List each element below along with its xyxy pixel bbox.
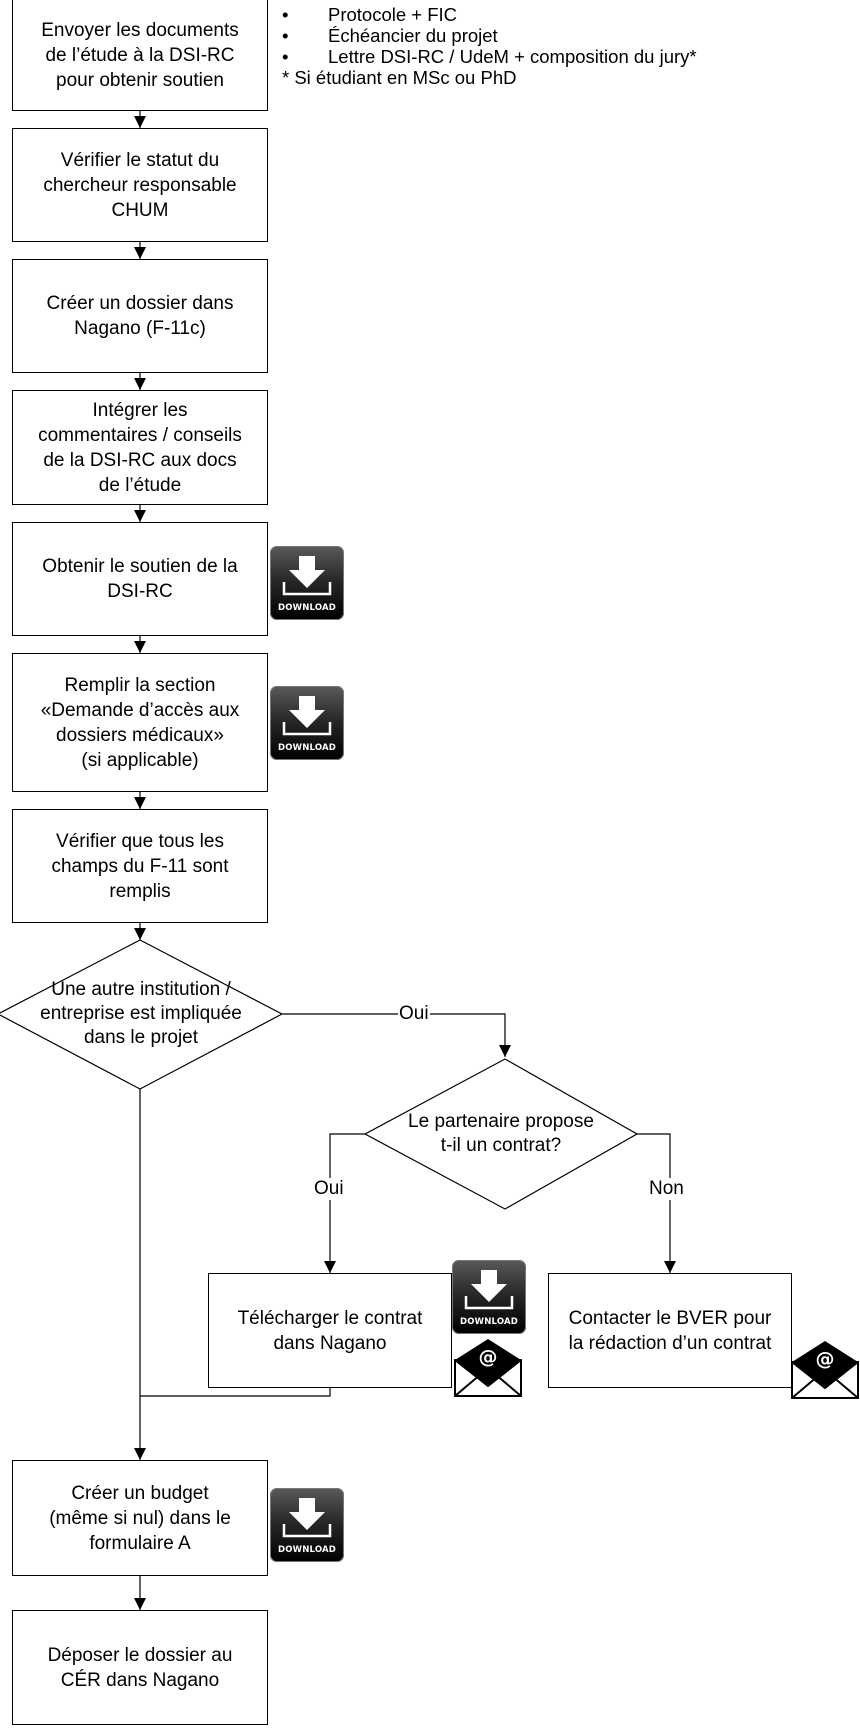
step-text: CÉR dans Nagano [60,1669,220,1691]
step-text: Obtenir le soutien de la [42,556,238,577]
step-text: de l’étude à la DSI-RC [45,44,235,66]
download-button[interactable]: DOWNLOAD [452,1260,526,1334]
step-text: remplis [109,880,171,902]
step-text: Créer un dossier dans [46,293,234,314]
step-create-budget: Créer un budget (même si nul) dans le form… [12,1460,268,1576]
note-item: Lettre DSI-RC / UdeM + composition du ju… [282,46,697,67]
step-text: Vérifier que tous les [56,830,224,852]
step-text: Télécharger le contrat [237,1307,423,1329]
step-download-contract: Télécharger le contrat dans Nagano [208,1273,452,1388]
download-label: DOWNLOAD [277,743,337,753]
download-button[interactable]: DOWNLOAD [270,1488,344,1562]
edge-label-non: Non [648,1178,685,1200]
step-text: commentaires / conseils [38,424,242,446]
download-icon [282,1498,332,1538]
step-text: de l’étude [98,474,182,496]
decision-text: t-il un contrat? [440,1135,562,1156]
step-text: Vérifier le statut du [60,149,220,171]
step-text: dans Nagano [273,1332,387,1354]
download-button[interactable]: DOWNLOAD [270,546,344,620]
download-button[interactable]: DOWNLOAD [270,686,344,760]
download-icon [464,1270,514,1310]
step-text: de la DSI-RC aux docs [43,449,237,471]
email-button[interactable]: @ [790,1338,860,1400]
envelope-icon: @ [791,1341,859,1399]
step-text: Remplir la section [64,674,216,696]
step-text: (même si nul) dans le [49,1507,231,1529]
decision-text: dans le projet [83,1027,199,1048]
step-text: champs du F-11 sont [51,855,229,877]
step-text: la rédaction d’un contrat [568,1332,772,1354]
envelope-icon: @ [454,1339,522,1397]
download-label: DOWNLOAD [277,603,337,613]
step-text: Nagano (F-11c) [74,318,206,339]
decision-text: Le partenaire propose [408,1111,594,1132]
email-button[interactable]: @ [453,1336,523,1398]
step-contact-bver: Contacter le BVER pour la rédaction d’un … [548,1273,792,1388]
edge-label-oui: Oui [313,1178,345,1200]
at-symbol: @ [816,1348,835,1370]
edge-label-oui: Oui [398,1003,430,1025]
step-text: CHUM [111,199,169,221]
step-text: pour obtenir soutien [56,69,224,91]
note-item: Protocole + FIC [282,4,697,25]
download-icon [282,696,332,736]
step-text: Créer un budget [71,1482,209,1504]
note-footnote: * Si étudiant en MSc ou PhD [282,67,517,88]
decision-text: Une autre institution / [51,979,231,1000]
step-send-documents: Envoyer les documents de l’étude à la DSI… [12,0,268,111]
decision-partner-contract: Le partenaire propose t-il un contrat? [365,1110,637,1158]
download-label: DOWNLOAD [277,1545,337,1555]
step-text: DSI-RC [107,581,173,602]
step-text: Contacter le BVER pour [568,1307,772,1329]
step-text: Déposer le dossier au [47,1644,233,1666]
step-text: «Demande d’accès aux [40,699,240,721]
step-integrate-comments: Intégrer les commentaires / conseils de la… [12,390,268,505]
step-text: Envoyer les documents [41,19,239,41]
step-verify-f11-fields: Vérifier que tous les champs du F-11 sont… [12,809,268,923]
step-text: (si applicable) [81,749,199,771]
note-item: Échéancier du projet [282,25,697,46]
at-symbol: @ [479,1346,498,1368]
step-text: formulaire A [89,1532,191,1554]
step-text: chercheur responsable [43,174,237,196]
step-text: dossiers médicaux» [56,724,224,746]
download-label: DOWNLOAD [459,1317,519,1327]
step-text: Intégrer les [92,399,188,421]
download-icon [282,556,332,596]
decision-other-institution: Une autre institution / entreprise est i… [0,978,282,1050]
step-verify-researcher-status: Vérifier le statut du chercheur responsab… [12,128,268,242]
decision-text: entreprise est impliquée [40,1003,242,1024]
step-obtain-support: Obtenir le soutien de la DSI-RC [12,522,268,636]
step-submit-to-cer: Déposer le dossier au CÉR dans Nagano [12,1610,268,1725]
document-list-notes: Protocole + FIC Échéancier du projet Let… [282,4,697,88]
step-fill-medical-access-section: Remplir la section «Demande d’accès aux do… [12,653,268,792]
